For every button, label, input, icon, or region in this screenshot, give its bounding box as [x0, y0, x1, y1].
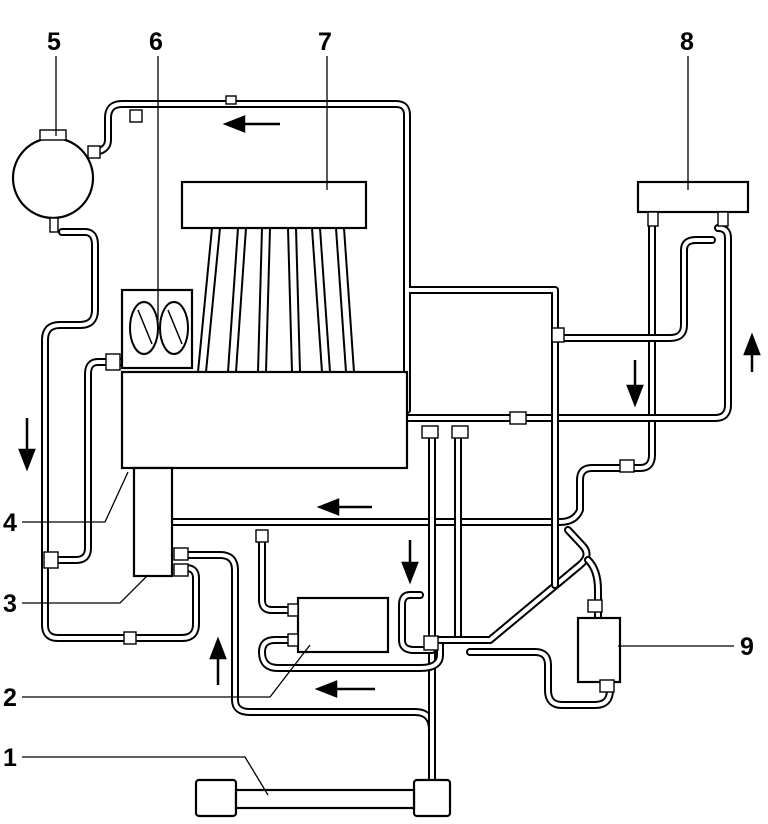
pump-right-end: [412, 778, 452, 818]
callout-3: 3: [3, 590, 17, 618]
tank-cap: [39, 129, 67, 141]
callout-5: 5: [47, 28, 61, 56]
flow-arrow-right-up: [743, 332, 761, 372]
flow-arrow-right-down: [626, 360, 644, 408]
callout-1: 1: [3, 744, 17, 772]
auxiliary-component-9: [576, 616, 622, 684]
flow-arrow-center-down: [401, 540, 419, 585]
coolant-distributor: [132, 466, 174, 578]
pump-left-end: [194, 778, 238, 818]
components: [11, 95, 750, 818]
engine-block: [120, 370, 409, 470]
callout-2: 2: [3, 684, 17, 712]
callout-labels: 5 6 7 8 4 3 2 1 9: [3, 28, 754, 772]
callout-9: 9: [740, 633, 754, 661]
callout-7: 7: [318, 28, 332, 56]
flow-arrow-middle-left: [316, 498, 372, 516]
callout-4: 4: [3, 509, 17, 537]
flow-arrow-bottom-up: [209, 636, 227, 685]
flow-arrow-bottom-left: [314, 680, 375, 698]
callout-8: 8: [680, 28, 694, 56]
flow-arrow-top-left: [222, 115, 280, 133]
oil-cooler: [296, 596, 390, 654]
callout-leaders: [22, 56, 734, 796]
hose-network: [41, 100, 732, 794]
pump-body: [234, 788, 416, 810]
hose-clamps: [43, 95, 635, 693]
flow-arrows: [18, 115, 761, 698]
callout-6: 6: [149, 28, 163, 56]
heater-core: [636, 180, 750, 214]
intake-runners: [197, 227, 355, 373]
flow-arrow-left-down: [18, 418, 36, 472]
component-7-box: [180, 180, 368, 230]
expansion-tank: [11, 136, 95, 220]
